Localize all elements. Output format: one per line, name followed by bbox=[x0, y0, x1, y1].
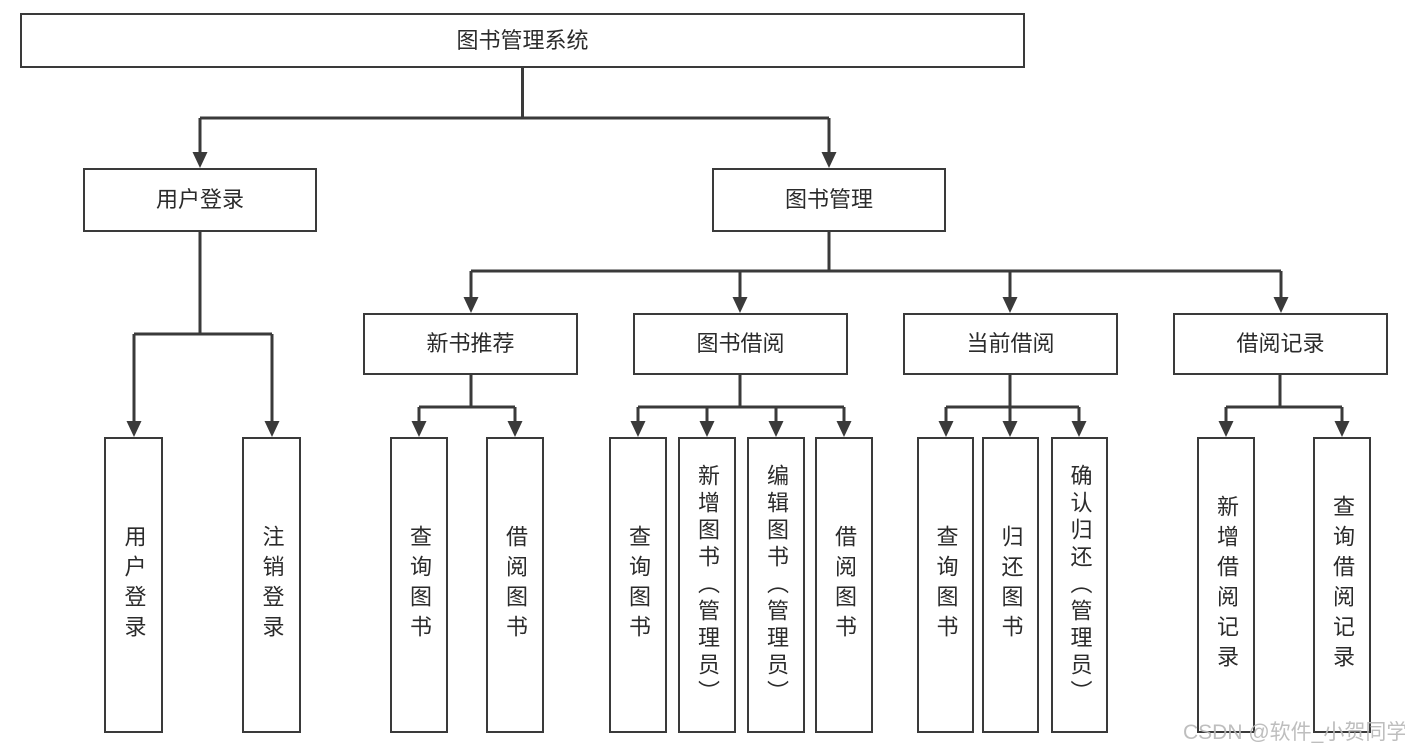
leaf-borrow-edit-books-admin-label: 编辑图书（管理员） bbox=[764, 463, 789, 707]
node-new-book-recommend-label: 新书推荐 bbox=[426, 331, 515, 356]
leaf-records-query-record: 查询借阅记录 bbox=[1313, 437, 1371, 733]
node-user-login-label: 用户登录 bbox=[155, 187, 244, 212]
leaf-recommend-query-books: 查询图书 bbox=[390, 437, 448, 733]
leaf-recommend-borrow-books: 借阅图书 bbox=[486, 437, 544, 733]
leaf-recommend-query-books-label: 查询图书 bbox=[407, 525, 432, 645]
leaf-recommend-borrow-books-label: 借阅图书 bbox=[503, 525, 528, 645]
leaf-records-add-record: 新增借阅记录 bbox=[1197, 437, 1255, 733]
node-current-borrow: 当前借阅 bbox=[903, 313, 1118, 375]
leaf-borrow-query-books-label: 查询图书 bbox=[626, 525, 651, 645]
node-borrow-records: 借阅记录 bbox=[1173, 313, 1388, 375]
leaf-borrow-borrow-books: 借阅图书 bbox=[815, 437, 873, 733]
leaf-logout-label: 注销登录 bbox=[259, 525, 285, 645]
leaf-logout: 注销登录 bbox=[242, 437, 301, 733]
leaf-current-confirm-return-admin-label: 确认归还（管理员） bbox=[1067, 463, 1093, 707]
leaf-current-return-books: 归还图书 bbox=[982, 437, 1039, 733]
leaf-borrow-query-books: 查询图书 bbox=[609, 437, 667, 733]
leaf-user-login-label: 用户登录 bbox=[121, 525, 147, 645]
node-current-borrow-label: 当前借阅 bbox=[966, 331, 1055, 356]
node-borrow-records-label: 借阅记录 bbox=[1236, 331, 1325, 356]
leaf-current-query-books-label: 查询图书 bbox=[933, 525, 959, 645]
node-book-management: 图书管理 bbox=[712, 168, 946, 232]
node-book-borrow: 图书借阅 bbox=[633, 313, 848, 375]
csdn-watermark: CSDN @软件_小贺同学 bbox=[1183, 721, 1405, 744]
leaf-borrow-add-books-admin-label: 新增图书（管理员） bbox=[695, 463, 720, 707]
leaf-borrow-add-books-admin: 新增图书（管理员） bbox=[678, 437, 736, 733]
leaf-records-add-record-label: 新增借阅记录 bbox=[1214, 495, 1239, 675]
leaf-user-login: 用户登录 bbox=[104, 437, 163, 733]
leaf-borrow-edit-books-admin: 编辑图书（管理员） bbox=[747, 437, 805, 733]
leaf-records-query-record-label: 查询借阅记录 bbox=[1330, 495, 1355, 675]
leaf-current-confirm-return-admin: 确认归还（管理员） bbox=[1051, 437, 1108, 733]
node-root-label: 图书管理系统 bbox=[456, 27, 589, 53]
node-new-book-recommend: 新书推荐 bbox=[363, 313, 578, 375]
leaf-borrow-borrow-books-label: 借阅图书 bbox=[832, 525, 857, 645]
leaf-current-return-books-label: 归还图书 bbox=[998, 525, 1024, 645]
leaf-current-query-books: 查询图书 bbox=[917, 437, 974, 733]
node-book-management-label: 图书管理 bbox=[784, 187, 873, 212]
node-user-login: 用户登录 bbox=[83, 168, 317, 232]
node-book-borrow-label: 图书借阅 bbox=[696, 331, 785, 356]
node-root: 图书管理系统 bbox=[20, 13, 1025, 68]
